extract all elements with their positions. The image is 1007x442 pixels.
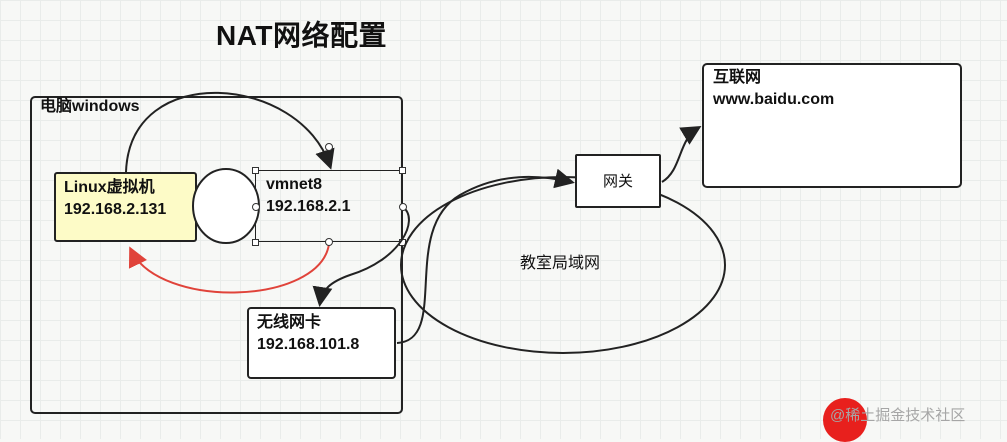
- wireless-to-gateway-arrow: [396, 168, 575, 344]
- record-button[interactable]: [823, 398, 867, 442]
- computer-windows-label: 电脑windows: [40, 98, 140, 115]
- vm-link-ellipse: [192, 168, 260, 244]
- vmnet8-ip: 192.168.2.1: [266, 198, 351, 215]
- internet-label: 互联网: [713, 69, 762, 86]
- linux-vm-name: Linux虚拟机: [64, 179, 155, 196]
- gateway-box[interactable]: 网关: [575, 154, 661, 208]
- wireless-card-ip: 192.168.101.8: [257, 336, 360, 353]
- diagram-title: NAT网络配置: [216, 20, 387, 51]
- selection-handle[interactable]: [252, 239, 259, 246]
- vmnet8-name: vmnet8: [266, 176, 323, 193]
- classroom-lan-label: 教室局域网: [520, 255, 601, 272]
- gateway-label: 网关: [602, 173, 633, 190]
- wireless-card-box[interactable]: 无线网卡 192.168.101.8: [247, 307, 396, 379]
- watermark-text: @稀土掘金技术社区: [830, 407, 966, 424]
- vmnet8-to-linux-red-arrow: [129, 243, 330, 294]
- wireless-card-name: 无线网卡: [257, 314, 322, 331]
- internet-url: www.baidu.com: [713, 91, 835, 108]
- vmnet8-to-wireless-arrow: [312, 206, 410, 307]
- selection-handle[interactable]: [252, 167, 259, 174]
- linux-vm-ip: 192.168.2.131: [64, 201, 167, 218]
- internet-box[interactable]: 互联网 www.baidu.com: [702, 63, 962, 188]
- linux-to-vmnet8-arrow: [125, 91, 335, 173]
- gateway-to-internet-arrow: [661, 125, 702, 183]
- selection-handle[interactable]: [399, 167, 406, 174]
